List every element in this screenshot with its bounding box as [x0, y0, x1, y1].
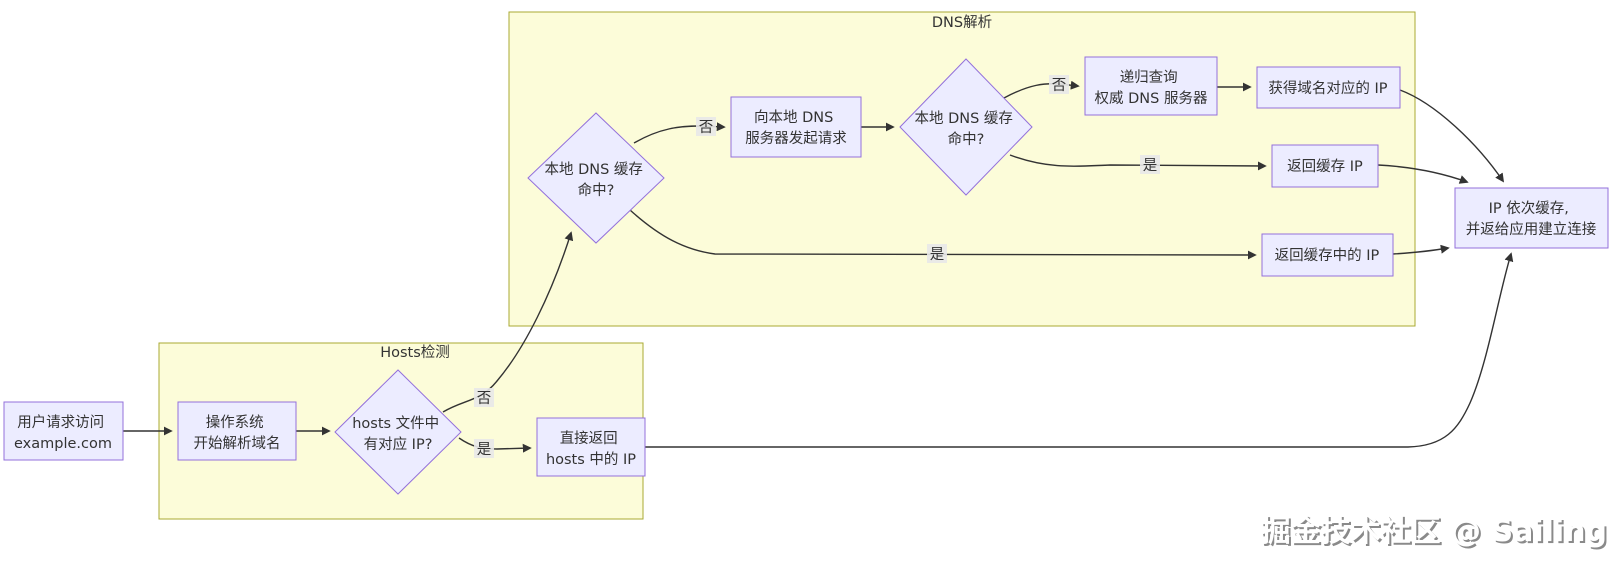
node-return-cached-ip: 返回缓存 IP — [1271, 144, 1379, 188]
cluster-hosts-title: Hosts检测 — [380, 344, 450, 361]
watermark: 掘金技术社区 @ Sailing 掘金技术社区 @ Sailing — [1261, 514, 1609, 551]
node-hosts-has-ip: hosts 文件中 有对应 IP? — [334, 369, 462, 495]
edge-cachedip-to-final — [1377, 164, 1469, 184]
svg-text:操作系统 开始解析域名: 操作系统 开始解析域名 — [194, 414, 281, 452]
svg-text:否: 否 — [1052, 78, 1067, 94]
node-local-dns-cache-hit: 本地 DNS 缓存 命中? — [527, 112, 665, 244]
svg-text:用户请求访问 example.com: 用户请求访问 example.com — [14, 414, 112, 452]
edge-gotip-to-final — [1399, 89, 1505, 183]
edge-label-no-local-cache: 否 — [696, 117, 716, 136]
svg-text:向本地 DNS 服务器发起请求: 向本地 DNS 服务器发起请求 — [745, 109, 847, 147]
node-recursive-query: 递归查询 权威 DNS 服务器 — [1084, 56, 1218, 116]
svg-text:hosts 文件中 有对应 IP?: hosts 文件中 有对应 IP? — [352, 415, 444, 453]
svg-text:否: 否 — [699, 120, 714, 136]
node-os-parse: 操作系统 开始解析域名 — [177, 401, 297, 461]
edge-cache-yes-to-cacheip — [629, 209, 1257, 260]
node-return-ip-in-cache: 返回缓存中的 IP — [1261, 233, 1394, 277]
svg-text:否: 否 — [477, 391, 492, 407]
svg-text:返回缓存中的 IP: 返回缓存中的 IP — [1275, 247, 1380, 264]
node-user-request: 用户请求访问 example.com — [3, 401, 124, 461]
edge-label-yes-hosts: 是 — [474, 439, 494, 458]
node-server-cache-hit: 本地 DNS 缓存 命中? — [899, 58, 1033, 196]
node-got-domain-ip: 获得域名对应的 IP — [1256, 66, 1401, 109]
svg-text:是: 是 — [930, 247, 945, 263]
edge-cacheip-to-final — [1392, 244, 1450, 255]
svg-text:掘金技术社区 @ Sailing: 掘金技术社区 @ Sailing — [1263, 516, 1609, 551]
edge-label-yes-server-cache: 是 — [1140, 155, 1160, 174]
node-return-hosts-ip: 直接返回 hosts 中的 IP — [536, 417, 646, 477]
edge-hosts-no-to-dns-cache — [442, 231, 574, 413]
svg-text:是: 是 — [1143, 158, 1158, 174]
cluster-dns-title: DNS解析 — [932, 14, 992, 31]
edge-label-no-server-cache: 否 — [1049, 75, 1069, 94]
svg-text:IP 依次缓存, 并返给应用建立连接: IP 依次缓存, 并返给应用建立连接 — [1466, 200, 1597, 238]
svg-text:递归查询 权威 DNS 服务器: 递归查询 权威 DNS 服务器 — [1095, 69, 1208, 107]
svg-text:本地 DNS 缓存 命中?: 本地 DNS 缓存 命中? — [544, 161, 647, 199]
node-request-local-dns: 向本地 DNS 服务器发起请求 — [730, 96, 862, 158]
edge-server-yes-to-cachedip — [1009, 154, 1267, 171]
svg-text:掘金技术社区 @ Sailing: 掘金技术社区 @ Sailing — [1261, 514, 1607, 549]
svg-text:返回缓存 IP: 返回缓存 IP — [1287, 158, 1363, 175]
edge-label-no-hosts: 否 — [474, 388, 494, 407]
edge-label-yes-local-cache: 是 — [927, 244, 947, 263]
svg-text:获得域名对应的 IP: 获得域名对应的 IP — [1268, 79, 1387, 97]
node-ip-cache-connect: IP 依次缓存, 并返给应用建立连接 — [1454, 187, 1609, 249]
edge-hostsip-to-final — [645, 252, 1514, 448]
svg-text:本地 DNS 缓存 命中?: 本地 DNS 缓存 命中? — [914, 110, 1017, 148]
svg-text:直接返回 hosts 中的 IP: 直接返回 hosts 中的 IP — [546, 430, 636, 468]
svg-text:是: 是 — [477, 442, 492, 458]
